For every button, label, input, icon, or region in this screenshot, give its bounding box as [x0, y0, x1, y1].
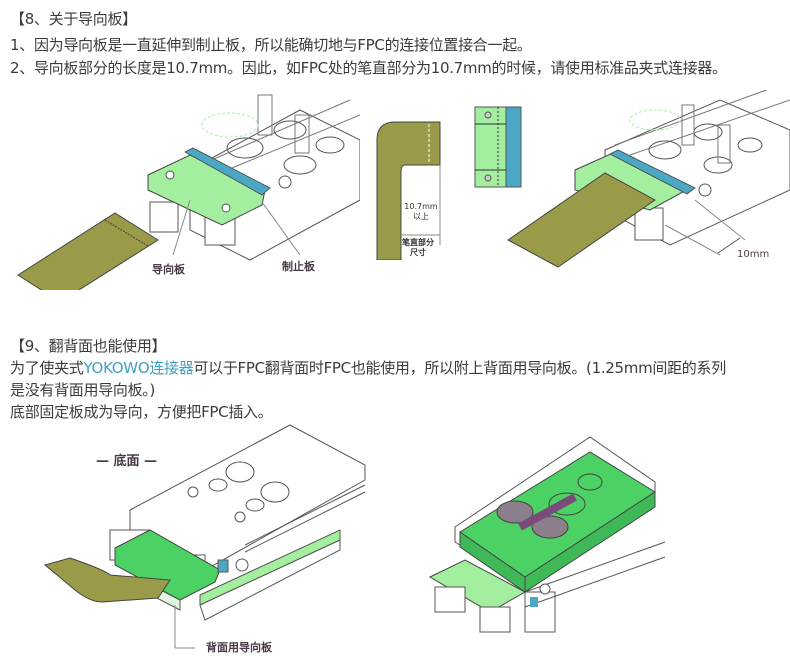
- yokowo-connector-link[interactable]: YOKOWO连接器: [83, 359, 194, 377]
- section-9-para-1: 为了使夹式YOKOWO连接器可以于FPC翻背面时FPC也能使用，所以附上背面用导…: [10, 358, 726, 378]
- section-8-point-1: 1、因为导向板是一直延伸到制止板，所以能确切地与FPC的连接位置接合一起。: [10, 36, 532, 54]
- section-9-para-2: 底部固定板成为导向，方便把FPC插入。: [10, 403, 273, 421]
- fpc-bend-illustration: [376, 121, 441, 261]
- figure-guide-plate-top-view: [474, 106, 524, 188]
- connector-inserted-illustration: [507, 84, 790, 268]
- bottom-side-illustration: [43, 424, 366, 649]
- fpc-strip-bottom: [43, 557, 171, 603]
- fpc-strip: [17, 212, 159, 303]
- figure-connector-fpc-inserted: 10mm: [490, 84, 790, 270]
- section-9-heading: 【9、翻背面也能使用】: [10, 337, 167, 355]
- figure-fpc-bend-dimension: 10.7mm 以上 笔直部分 尺寸: [365, 100, 445, 261]
- para-1-suffix: 可以于FPC翻背面时FPC也能使用，所以附上背面用导向板。(1.25mm间距的系…: [193, 359, 726, 377]
- section-9-para-1-cont: 是没有背面用导向板。): [10, 381, 156, 399]
- label-bottom-side: — 底面 —: [96, 454, 158, 469]
- figure-bottom-side-view: — 底面 — 背面用导向板: [30, 420, 390, 655]
- reversed-connector-illustration: [428, 436, 666, 633]
- connector-illustration: [17, 94, 361, 303]
- dimension-value: 10.7mm: [404, 202, 438, 211]
- dimension-suffix: 以上: [413, 212, 429, 221]
- label-back-guide-plate: 背面用导向板: [206, 641, 272, 654]
- section-8-point-2: 2、导向板部分的长度是10.7mm。因此，如FPC处的笔直部分为10.7mm的时…: [10, 59, 727, 77]
- straight-part-label-line2: 尺寸: [410, 248, 426, 257]
- label-stop-plate: 制止板: [282, 260, 315, 273]
- figure-reversed-connector: [425, 432, 675, 647]
- para-1-prefix: 为了使夹式: [10, 359, 84, 377]
- section-8-heading: 【8、关于导向板】: [10, 10, 137, 28]
- stop-plate: [184, 147, 271, 196]
- straight-part-label-line1: 笔直部分: [402, 238, 434, 247]
- fpc-strip-inserted: [507, 172, 656, 268]
- guide-plate-top-view: [474, 106, 522, 188]
- figure-guide-plate-connector: 导向板 制止板: [0, 90, 361, 303]
- label-offset-dimension: 10mm: [737, 249, 770, 260]
- label-guide-plate: 导向板: [152, 263, 185, 276]
